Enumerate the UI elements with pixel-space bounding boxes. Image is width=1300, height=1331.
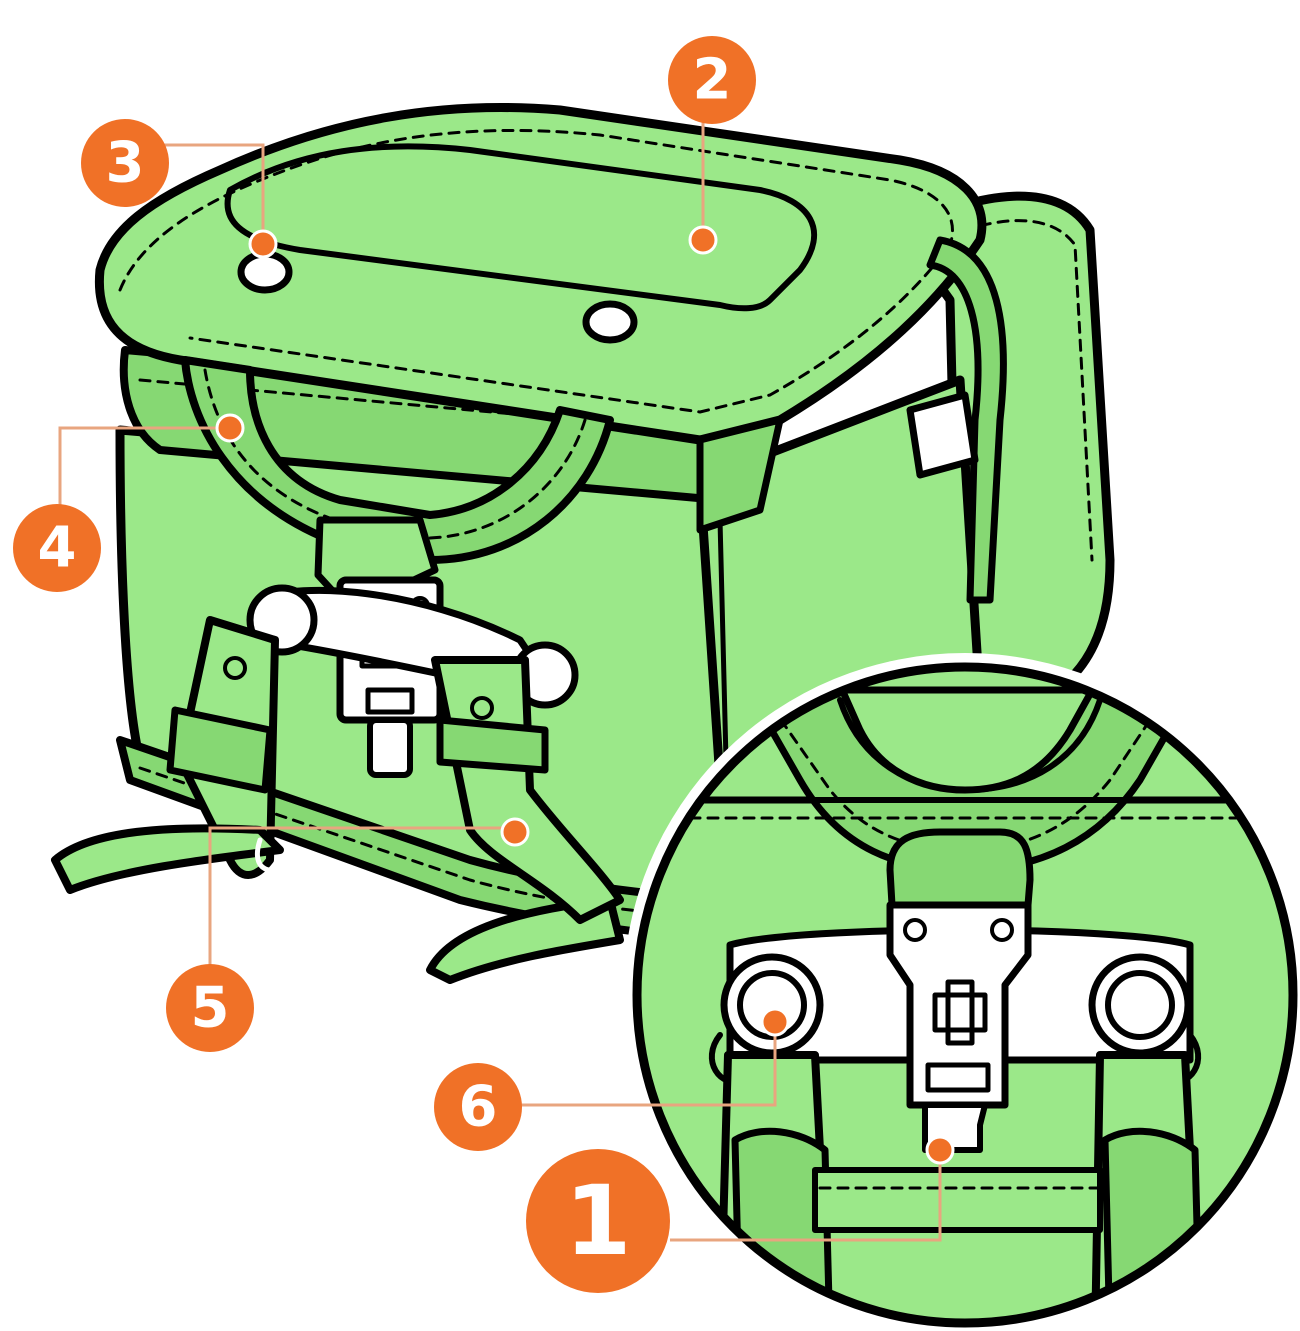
callout-2: 2	[668, 36, 756, 124]
leader-line-4	[58, 426, 228, 505]
callout-1: 1	[526, 1149, 670, 1293]
callout-5-label: 5	[191, 976, 230, 1041]
target-dot-6	[760, 1007, 790, 1037]
strap-cord	[254, 837, 303, 873]
side-loop	[926, 236, 1007, 604]
callout-6-label: 6	[459, 1075, 498, 1140]
callout-1-label: 1	[565, 1165, 632, 1277]
inset-strap-right-keeper	[1101, 1127, 1204, 1323]
zoom-inset	[623, 653, 1300, 1331]
inset-lock-tab	[886, 828, 1034, 909]
strap-hole-right	[470, 696, 494, 720]
lid-side	[696, 416, 784, 534]
lid-stitch	[118, 128, 954, 414]
callout-6: 6	[434, 1063, 522, 1151]
target-dot-3	[248, 229, 278, 259]
inset-lock-window	[925, 1062, 991, 1093]
carry-handle	[181, 356, 614, 564]
inset-lock-cross	[932, 979, 988, 1046]
inset-low-band	[812, 1167, 1103, 1233]
target-dots	[215, 225, 955, 1165]
shoulder-strap-left-keeper	[166, 706, 274, 794]
callout-5: 5	[166, 964, 254, 1052]
callout-2-label: 2	[693, 48, 732, 113]
callout-4: 4	[13, 504, 101, 592]
inset-screw-left	[903, 918, 927, 942]
lock-window	[365, 687, 415, 715]
leader-line-3	[160, 143, 265, 240]
lid-rivet	[237, 250, 293, 294]
strap-hole-left	[223, 656, 247, 680]
target-dot-5	[500, 817, 530, 847]
lid-rivet-center	[582, 300, 638, 344]
callout-badges: 2 3 4 5 6 1	[13, 36, 756, 1293]
leader-lines	[58, 100, 942, 1242]
target-dot-4	[215, 413, 245, 443]
callout-3-label: 3	[106, 131, 145, 196]
callout-3: 3	[81, 119, 169, 207]
inset-screw-right	[990, 918, 1014, 942]
lock-hook	[367, 717, 413, 778]
target-dot-2	[688, 225, 718, 255]
leader-line-5	[208, 826, 512, 970]
foot-strap-right	[426, 896, 624, 984]
ring-right-inner	[1105, 970, 1175, 1040]
side-buckle	[906, 391, 979, 479]
leader-line-6	[520, 1022, 777, 1107]
shoulder-strap-right-keeper	[436, 716, 549, 774]
target-dot-1	[925, 1135, 955, 1165]
inset-handle-inner	[837, 697, 1103, 793]
callout-4-label: 4	[38, 516, 77, 581]
leader-line-1	[670, 1150, 942, 1242]
foot-strap-left	[51, 824, 284, 894]
inset-border	[632, 662, 1298, 1328]
